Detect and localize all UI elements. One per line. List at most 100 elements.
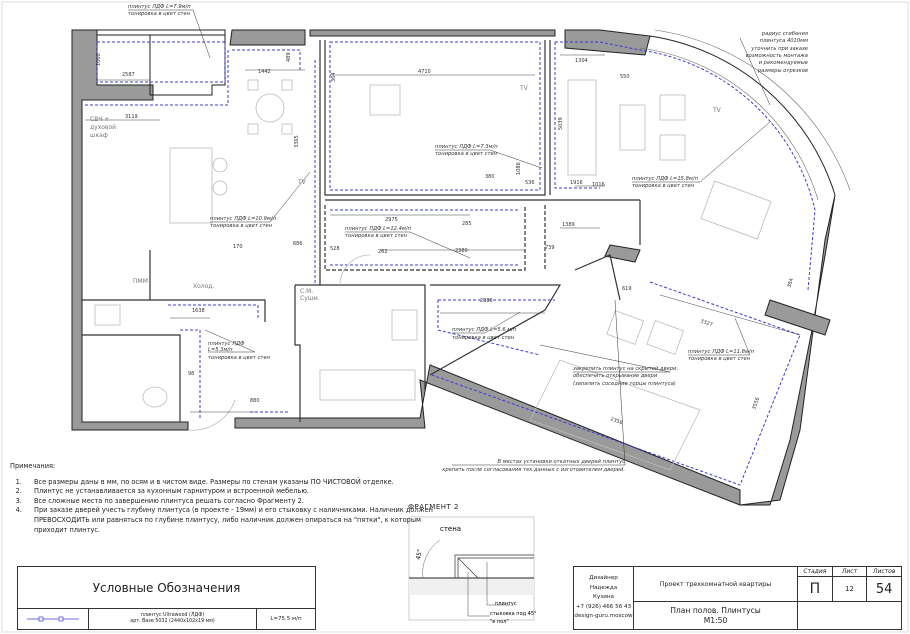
- sheets-label: Листов: [872, 568, 896, 575]
- dimension-lines: [85, 54, 801, 413]
- dim-text: 1016: [592, 182, 605, 188]
- annotation-office: тонировка в цвет стен: [435, 151, 498, 157]
- dim-text: 384: [786, 278, 795, 289]
- designer-info: Дизайнер Надежда Кузина +7 (926) 466 56 …: [574, 567, 634, 629]
- dim-text: 2380: [455, 248, 468, 254]
- room-labels: TV TV TV СВЧ + духовой шкаф ПММ Холод. С…: [90, 85, 722, 302]
- dim-text: 4710: [418, 69, 431, 75]
- dim-text: 1086: [516, 162, 522, 175]
- legend-title: Условные Обозначения: [18, 567, 315, 609]
- annotation-sliding-doors: крепить после согласования тех.данных с …: [442, 467, 625, 473]
- dim-text: 528: [330, 246, 340, 252]
- dim-text: 739: [545, 245, 555, 251]
- designer-line: Дизайнер: [589, 575, 618, 582]
- dim-text: 262: [378, 249, 388, 255]
- oven-label: шкаф: [90, 132, 108, 139]
- dim-text: 619: [622, 286, 632, 292]
- dim-text: 380: [485, 174, 495, 180]
- stage-value: П: [798, 577, 833, 601]
- dim-text: 686: [293, 241, 303, 247]
- sheet-value: 12: [833, 577, 868, 601]
- note-item: Все сложные места по завершению плинтуса…: [24, 497, 434, 507]
- dim-text: 285: [462, 221, 472, 227]
- annotation-office: плинтус ЛДФ L=7.3м/п: [435, 144, 498, 150]
- dim-text: 3327: [699, 318, 713, 328]
- fragment-joint-label: "в пол": [490, 619, 509, 625]
- skirting-symbol-icon: [18, 609, 89, 629]
- note-item: Плинтус не устанавливается за кухонным г…: [24, 487, 434, 497]
- dim-text: 2587: [122, 72, 135, 78]
- annotation-kitchen: тонировка в цвет стен: [210, 223, 273, 229]
- fragment-skirting-label: плинтус: [495, 601, 517, 607]
- annotation-radius: размеры отрезков: [757, 68, 808, 74]
- legend-desc: арт. Base 5032 (2440x102x19 мм): [130, 619, 215, 624]
- designer-line: Надежда: [589, 584, 618, 591]
- stage-label: Стадия: [798, 567, 833, 576]
- tv-label: TV: [519, 85, 529, 92]
- fragment-angle-label: 45°: [415, 549, 424, 561]
- legend-length: L=75.5 м/п: [270, 616, 302, 622]
- dim-text: 5039: [558, 117, 564, 130]
- designer-website: design-guru.moscow: [574, 613, 633, 620]
- designer-phone: +7 (926) 466 56 43: [575, 603, 632, 610]
- dim-text: 550: [620, 74, 630, 80]
- dim-text: 1442: [258, 69, 271, 75]
- annotation-hidden-door: закрепить плинтус на скрытой двери,: [573, 366, 678, 372]
- project-name: Проект трехкомнатной квартиры: [634, 567, 797, 602]
- note-item: Все размеры даны в мм, по осям и в чисто…: [24, 478, 434, 488]
- annotation-radius: радиус сгибания: [761, 31, 808, 37]
- annotation-radius: и рекомендуемые: [759, 60, 808, 66]
- dim-text: 3365: [294, 135, 300, 148]
- annotations: плинтус ЛДФ L=7.9м/п тонировка в цвет ст…: [128, 4, 808, 473]
- fragment-wall-label: стена: [440, 525, 461, 533]
- annotation-radius: уточнить при заказе: [750, 46, 808, 52]
- annotation-balcony: плинтус ЛДФ L=7.9м/п: [128, 4, 191, 10]
- annotation-living: плинтус ЛДФ L=15.8м/п: [632, 176, 699, 182]
- washer-label: С.М.: [300, 288, 313, 295]
- dim-text: 1638: [192, 308, 205, 314]
- fragment-title: ФРАГМЕНТ 2: [408, 503, 459, 511]
- dim-text: 489: [286, 52, 292, 62]
- dimensions: 2587 1000 3119 1442 489 3365 4710 364 13…: [96, 52, 795, 426]
- dishwasher-label: ПММ: [133, 278, 148, 285]
- furniture: [94, 79, 772, 471]
- annotation-corridor: плинтус ЛДФ L=12.4м/п: [345, 226, 412, 232]
- dim-text: 2975: [385, 217, 398, 223]
- dim-text: 2358: [609, 416, 623, 426]
- washer-label: Сушм.: [300, 295, 320, 302]
- dim-text: 3119: [125, 114, 138, 120]
- leader-lines: [128, 9, 771, 466]
- dim-text: 2385: [480, 298, 493, 304]
- dim-text: 1916: [570, 180, 583, 186]
- legend: Условные Обозначения плинтус Ultrawood (…: [17, 566, 316, 630]
- title-block: Дизайнер Надежда Кузина +7 (926) 466 56 …: [573, 566, 902, 630]
- annotation-hall: плинтус ЛДФ: [208, 341, 245, 347]
- fridge-label: Холод.: [193, 283, 214, 290]
- oven-label: духовой: [90, 124, 116, 131]
- annotation-corridor: тонировка в цвет стен: [345, 233, 408, 239]
- annotation-living: тонировка в цвет стен: [632, 183, 695, 189]
- annotation-radius: плинтуса 4010мм: [760, 38, 808, 44]
- skirting-lines: [85, 41, 816, 486]
- notes: Примечания: Все размеры даны в мм, по ос…: [10, 462, 434, 535]
- dim-text: 880: [250, 398, 260, 404]
- sheet-scale: М1:50: [703, 615, 728, 625]
- designer-line: Кузина: [593, 594, 614, 601]
- annotation-hidden-door: обеспечить открывание двери: [573, 373, 658, 379]
- dim-text: 1304: [575, 58, 588, 64]
- sheet-title: План полов. Плинтусы: [670, 605, 761, 615]
- legend-desc: плинтус Ultrawood (ЛДФ): [140, 613, 205, 618]
- sheet-label: Лист: [833, 567, 868, 576]
- annotation-wardrobe: плинтус ЛДФ L=5.6 м/п: [452, 327, 517, 333]
- fragment-joint-label: стыковка под 45°: [490, 611, 537, 617]
- dim-text: 170: [233, 244, 243, 250]
- annotation-hidden-door: (запилить соседние торцы плинтуса): [573, 381, 676, 387]
- oven-label: СВЧ +: [90, 116, 109, 123]
- note-item: При заказе дверей учесть глубину плинтус…: [24, 506, 434, 535]
- dim-text: 98: [188, 371, 194, 377]
- dim-text: 536: [525, 180, 535, 186]
- notes-heading: Примечания:: [10, 462, 56, 470]
- annotation-wardrobe: тонировка в цвет стен: [452, 335, 515, 341]
